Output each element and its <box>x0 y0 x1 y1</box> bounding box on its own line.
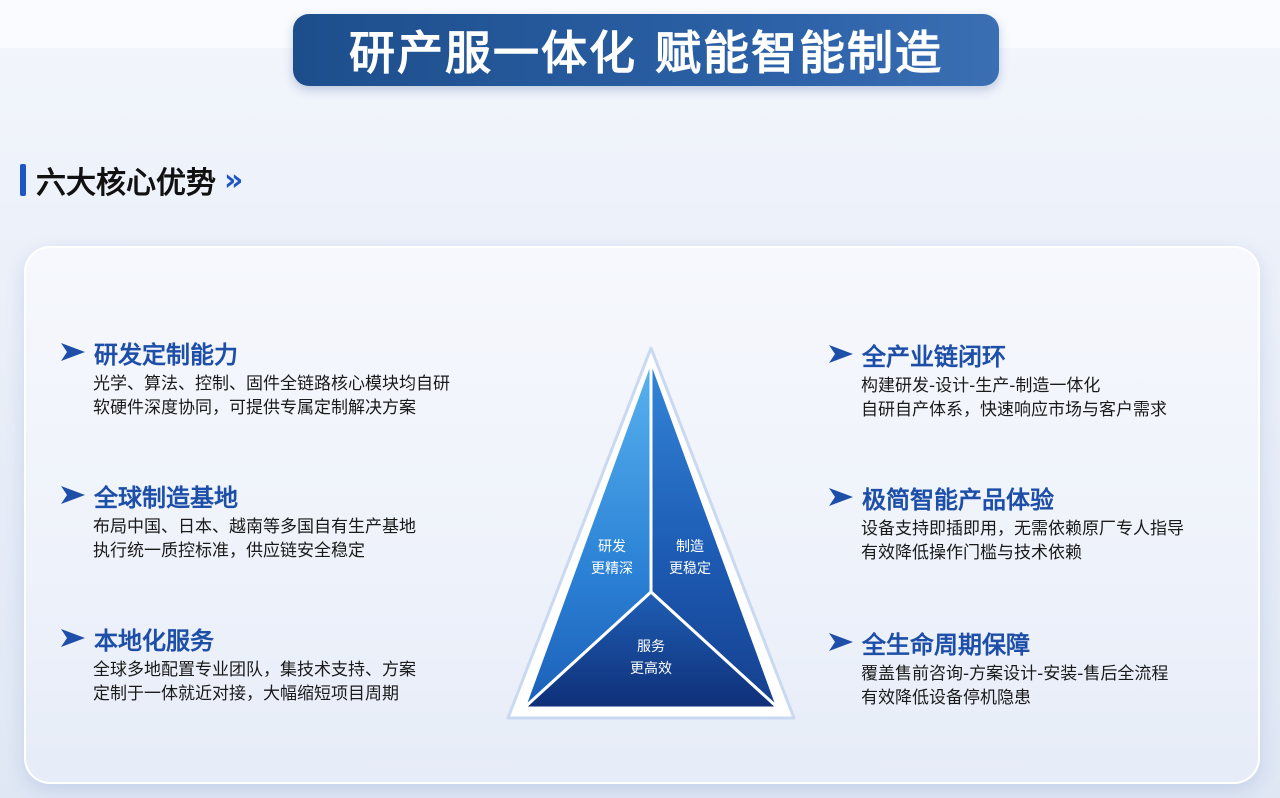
feature-description: 全球多地配置专业团队，集技术支持、方案 定制于一体就近对接，大幅缩短项目周期 <box>93 658 540 706</box>
triangle-label-line: 服务 <box>637 639 665 655</box>
feature-desc-line: 光学、算法、控制、固件全链路核心模块均自研 <box>93 374 450 394</box>
feature-desc-line: 执行统一质控标准，供应链安全稳定 <box>93 541 365 561</box>
feature-rd-customization: 研发定制能力 光学、算法、控制、固件全链路核心模块均自研 软硬件深度协同，可提供… <box>60 336 540 420</box>
arrow-right-icon <box>61 343 85 361</box>
double-chevron-icon: » <box>224 162 244 198</box>
triangle-label-line: 更高效 <box>630 661 672 677</box>
feature-global-manufacturing: 全球制造基地 布局中国、日本、越南等多国自有生产基地 执行统一质控标准，供应链安… <box>60 479 540 563</box>
feature-desc-line: 布局中国、日本、越南等多国自有生产基地 <box>93 517 416 537</box>
feature-lifecycle: 全生命周期保障 覆盖售前咨询-方案设计-安装-售后全流程 有效降低设备停机隐患 <box>828 626 1258 710</box>
feature-desc-line: 有效降低设备停机隐患 <box>861 688 1031 708</box>
triangle-label-line: 更稳定 <box>669 561 711 577</box>
feature-description: 构建研发-设计-生产-制造一体化 自研自产体系，快速响应市场与客户需求 <box>861 374 1258 422</box>
banner: 研产服一体化 赋能智能制造 <box>293 14 999 86</box>
feature-desc-line: 有效降低操作门槛与技术依赖 <box>861 543 1082 563</box>
arrow-right-icon <box>829 488 853 506</box>
feature-title: 全生命周期保障 <box>862 630 1030 659</box>
feature-description: 光学、算法、控制、固件全链路核心模块均自研 软硬件深度协同，可提供专属定制解决方… <box>93 372 540 420</box>
feature-description: 布局中国、日本、越南等多国自有生产基地 执行统一质控标准，供应链安全稳定 <box>93 515 540 563</box>
feature-desc-line: 定制于一体就近对接，大幅缩短项目周期 <box>93 684 399 704</box>
feature-title: 极简智能产品体验 <box>862 485 1054 514</box>
banner-title: 研产服一体化 赋能智能制造 <box>348 26 943 80</box>
triangle-label-service: 服务 更高效 <box>619 636 683 680</box>
triangle-label-line: 制造 <box>676 539 704 555</box>
feature-desc-line: 软硬件深度协同，可提供专属定制解决方案 <box>93 398 416 418</box>
feature-desc-line: 构建研发-设计-生产-制造一体化 <box>861 376 1101 396</box>
feature-description: 设备支持即插即用，无需依赖原厂专人指导 有效降低操作门槛与技术依赖 <box>861 517 1258 565</box>
triangle-label-line: 更精深 <box>591 561 633 577</box>
section-title: 六大核心优势 <box>36 166 216 201</box>
triangle-graphic <box>506 346 796 720</box>
feature-description: 覆盖售前咨询-方案设计-安装-售后全流程 有效降低设备停机隐患 <box>861 662 1258 710</box>
arrow-right-icon <box>61 486 85 504</box>
arrow-right-icon <box>829 345 853 363</box>
feature-local-service: 本地化服务 全球多地配置专业团队，集技术支持、方案 定制于一体就近对接，大幅缩短… <box>60 622 540 706</box>
feature-title: 全产业链闭环 <box>862 342 1006 371</box>
triangle-diagram: 研发 更精深 制造 更稳定 服务 更高效 <box>506 346 796 722</box>
arrow-right-icon <box>829 633 853 651</box>
feature-title: 研发定制能力 <box>94 340 238 369</box>
feature-desc-line: 自研自产体系，快速响应市场与客户需求 <box>861 400 1167 420</box>
triangle-label-rd: 研发 更精深 <box>580 536 644 580</box>
triangle-label-line: 研发 <box>598 539 626 555</box>
triangle-label-manufacturing: 制造 更稳定 <box>658 536 722 580</box>
feature-simple-experience: 极简智能产品体验 设备支持即插即用，无需依赖原厂专人指导 有效降低操作门槛与技术… <box>828 481 1258 565</box>
feature-closed-loop: 全产业链闭环 构建研发-设计-生产-制造一体化 自研自产体系，快速响应市场与客户… <box>828 338 1258 422</box>
feature-title: 本地化服务 <box>94 626 214 655</box>
section-heading: 六大核心优势 » <box>20 160 244 201</box>
feature-title: 全球制造基地 <box>94 483 238 512</box>
feature-desc-line: 全球多地配置专业团队，集技术支持、方案 <box>93 660 416 680</box>
section-accent-bar <box>20 164 26 196</box>
feature-desc-line: 设备支持即插即用，无需依赖原厂专人指导 <box>861 519 1184 539</box>
feature-desc-line: 覆盖售前咨询-方案设计-安装-售后全流程 <box>861 664 1169 684</box>
arrow-right-icon <box>61 629 85 647</box>
